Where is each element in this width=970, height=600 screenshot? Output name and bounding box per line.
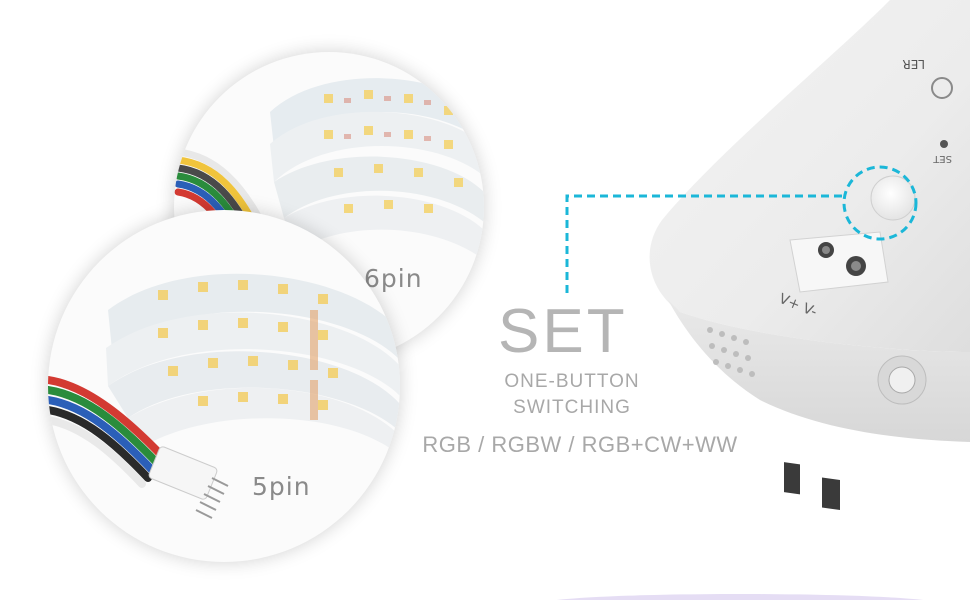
set-button[interactable] [870,175,916,221]
label-5pin: 5pin [252,472,311,501]
subtitle-line2: SWITCHING [513,397,631,418]
label-6pin: 6pin [364,264,423,293]
subtitle-line1: ONE-BUTTON [504,371,640,392]
svg-text:LER: LER [902,57,925,71]
set-button-label: SET [932,153,952,164]
modes-text: RGB / RGBW / RGB+CW+WW [422,432,738,457]
strip-5pin-circle: 5pin [48,210,400,562]
set-title: SET [498,297,628,366]
